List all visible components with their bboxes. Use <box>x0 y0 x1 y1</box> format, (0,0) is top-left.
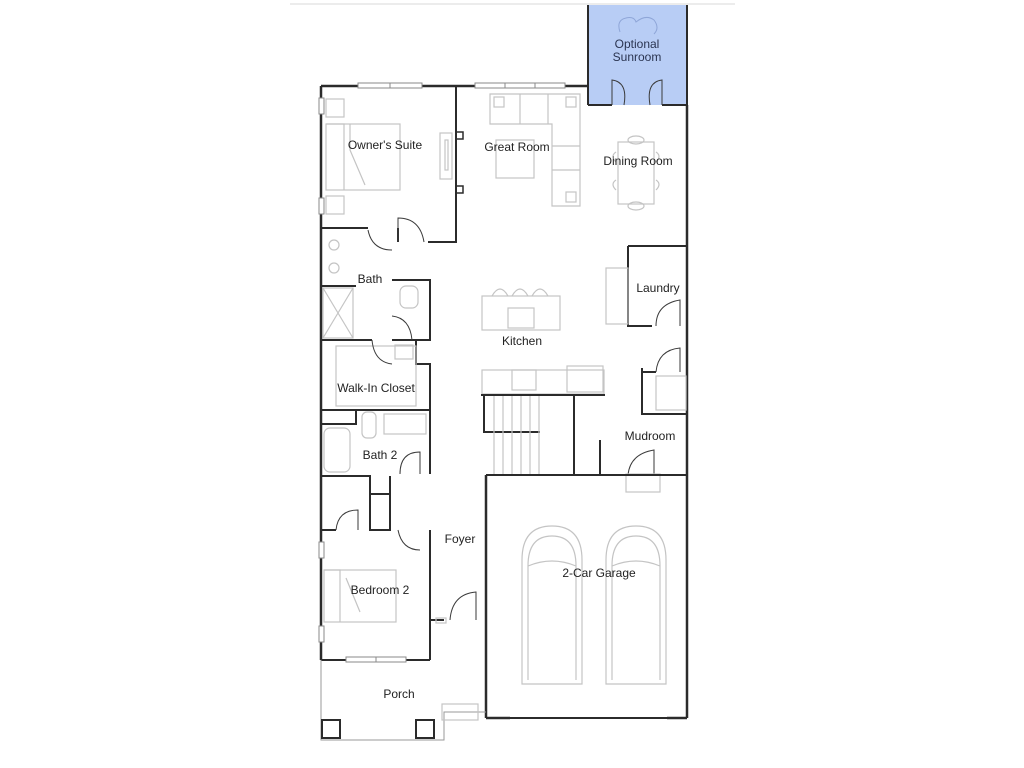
kitchen[interactable] <box>481 288 605 396</box>
label-optional-sunroom-2: Sunroom <box>613 50 662 64</box>
owners-bath[interactable] <box>321 229 431 341</box>
label-bath-2: Bath 2 <box>363 448 398 462</box>
label-two-car-garage: 2-Car Garage <box>562 566 636 580</box>
optional-sunroom[interactable] <box>587 5 688 106</box>
dining-room[interactable] <box>612 135 660 211</box>
windows-top <box>357 82 566 89</box>
owners-suite[interactable] <box>318 86 464 243</box>
mudroom[interactable] <box>599 347 687 493</box>
hall-closets <box>321 476 431 660</box>
two-car-garage[interactable] <box>486 474 687 719</box>
label-bath: Bath <box>358 272 383 286</box>
exterior-walls <box>319 84 689 720</box>
label-mudroom: Mudroom <box>625 429 676 443</box>
label-kitchen: Kitchen <box>502 334 542 348</box>
label-walk-in-closet: Walk-In Closet <box>337 381 415 395</box>
label-laundry: Laundry <box>636 281 679 295</box>
label-porch: Porch <box>383 687 414 701</box>
stairs[interactable] <box>483 395 575 475</box>
bath-2[interactable] <box>321 410 431 495</box>
label-owners-suite: Owner's Suite <box>348 138 423 152</box>
great-room[interactable] <box>489 93 581 207</box>
laundry[interactable] <box>605 245 687 327</box>
walk-in-closet[interactable] <box>321 339 431 411</box>
label-dining-room: Dining Room <box>603 154 672 168</box>
label-foyer: Foyer <box>445 532 476 546</box>
bedroom-2[interactable] <box>318 541 430 663</box>
label-optional-sunroom-1: Optional <box>615 37 660 51</box>
label-great-room: Great Room <box>484 140 549 154</box>
front-door[interactable] <box>430 591 477 624</box>
label-bedroom-2: Bedroom 2 <box>351 583 410 597</box>
porch[interactable] <box>320 660 486 741</box>
